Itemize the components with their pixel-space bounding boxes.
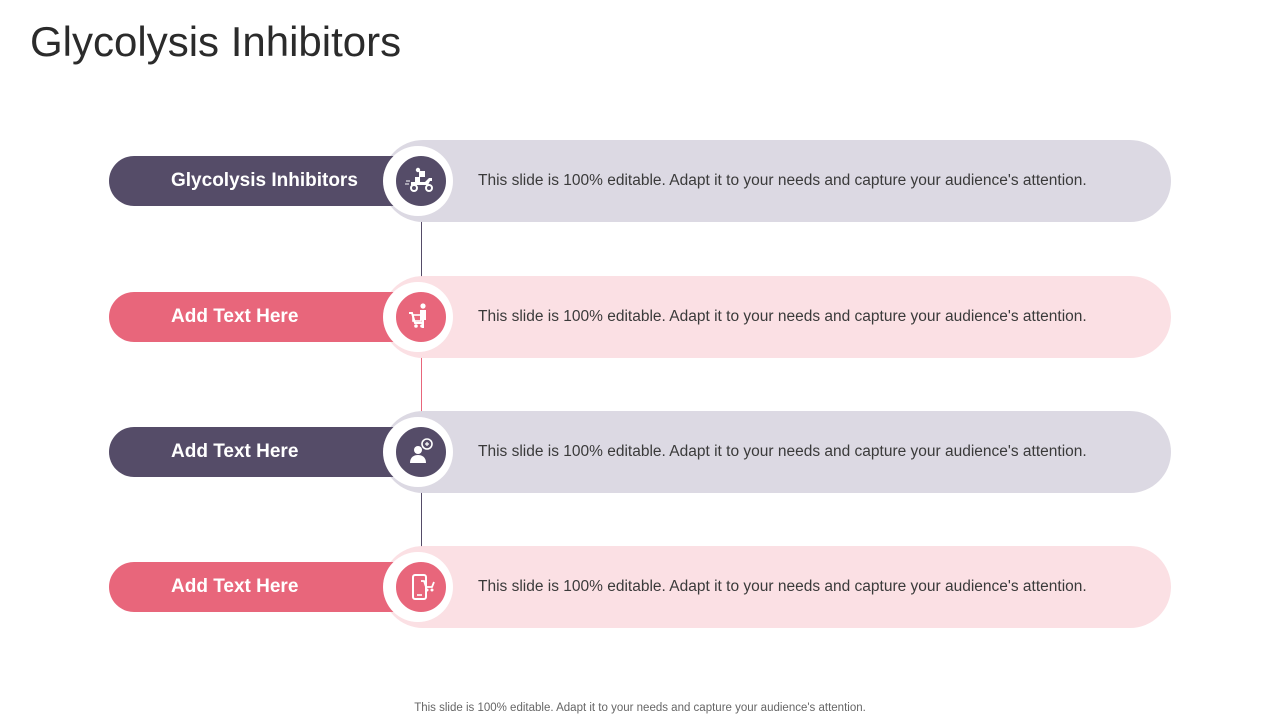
connector-line-2 [421, 348, 422, 422]
row-label: Glycolysis Inhibitors [171, 170, 358, 191]
row-description: This slide is 100% editable. Adapt it to… [478, 443, 1087, 460]
connector-line-1 [421, 212, 422, 286]
row-3: Add Text Here This slide is 100% editabl… [0, 411, 1280, 493]
label-pill: Add Text Here [109, 562, 409, 612]
icon-circle [394, 425, 448, 479]
connector-line-3 [421, 483, 422, 557]
row-4: Add Text Here This slide is 100% editabl… [0, 546, 1280, 628]
row-label: Add Text Here [171, 576, 299, 597]
footer-note: This slide is 100% editable. Adapt it to… [414, 702, 866, 714]
row-2: Add Text Here This slide is 100% editabl… [0, 276, 1280, 358]
description-bar [382, 546, 1171, 628]
delivery-scooter-icon [405, 167, 433, 192]
description-bar [382, 276, 1171, 358]
row-label: Add Text Here [171, 441, 299, 462]
description-bar [382, 411, 1171, 493]
row-description: This slide is 100% editable. Adapt it to… [478, 308, 1087, 325]
row-label: Add Text Here [171, 306, 299, 327]
slide-title: Glycolysis Inhibitors [30, 18, 402, 65]
label-pill: Add Text Here [109, 292, 409, 342]
customer-chat-icon [410, 438, 433, 463]
row-description: This slide is 100% editable. Adapt it to… [478, 172, 1087, 189]
row-1: Glycolysis Inhibitors This slide is 100%… [0, 140, 1280, 222]
label-pill: Glycolysis Inhibitors [109, 156, 409, 206]
icon-circle [394, 154, 448, 208]
row-description: This slide is 100% editable. Adapt it to… [478, 578, 1087, 595]
label-pill: Add Text Here [109, 427, 409, 477]
icon-circle [394, 290, 448, 344]
shopper-cart-icon [409, 303, 426, 328]
icon-circle [394, 560, 448, 614]
description-bar [382, 140, 1171, 222]
mobile-shopping-icon [412, 574, 435, 600]
